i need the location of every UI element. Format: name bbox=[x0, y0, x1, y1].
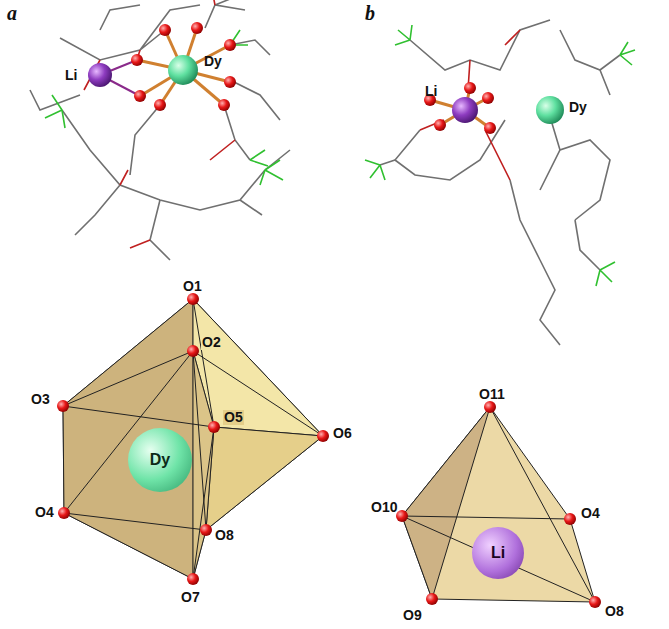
atom-label: O1 bbox=[182, 279, 203, 294]
atom-label: O5 bbox=[223, 410, 244, 425]
dy-atom: Dy bbox=[128, 428, 192, 492]
atom-symbol: Dy bbox=[150, 451, 170, 469]
panel-letter: a bbox=[6, 2, 18, 24]
atom-label: O4 bbox=[580, 506, 601, 521]
atom-label: O2 bbox=[201, 335, 222, 350]
atom-symbol: Li bbox=[491, 544, 505, 562]
atom-label: O6 bbox=[332, 426, 353, 441]
atom-label: Li bbox=[64, 68, 78, 83]
atom-label: Dy bbox=[568, 100, 588, 115]
atom-label: Dy bbox=[203, 54, 223, 69]
atom-label: Li bbox=[424, 84, 438, 99]
li-atom: Li bbox=[472, 527, 524, 579]
panel-letter: b bbox=[364, 2, 376, 24]
atom-label: O8 bbox=[604, 604, 625, 619]
atom-label: O7 bbox=[180, 590, 201, 605]
atom-label: O8 bbox=[214, 528, 235, 543]
atom-label: O3 bbox=[30, 392, 51, 407]
atom-label: O4 bbox=[34, 505, 55, 520]
atom-label: O11 bbox=[478, 387, 506, 402]
atom-label: O10 bbox=[370, 500, 398, 515]
atom-label: O9 bbox=[402, 608, 423, 623]
